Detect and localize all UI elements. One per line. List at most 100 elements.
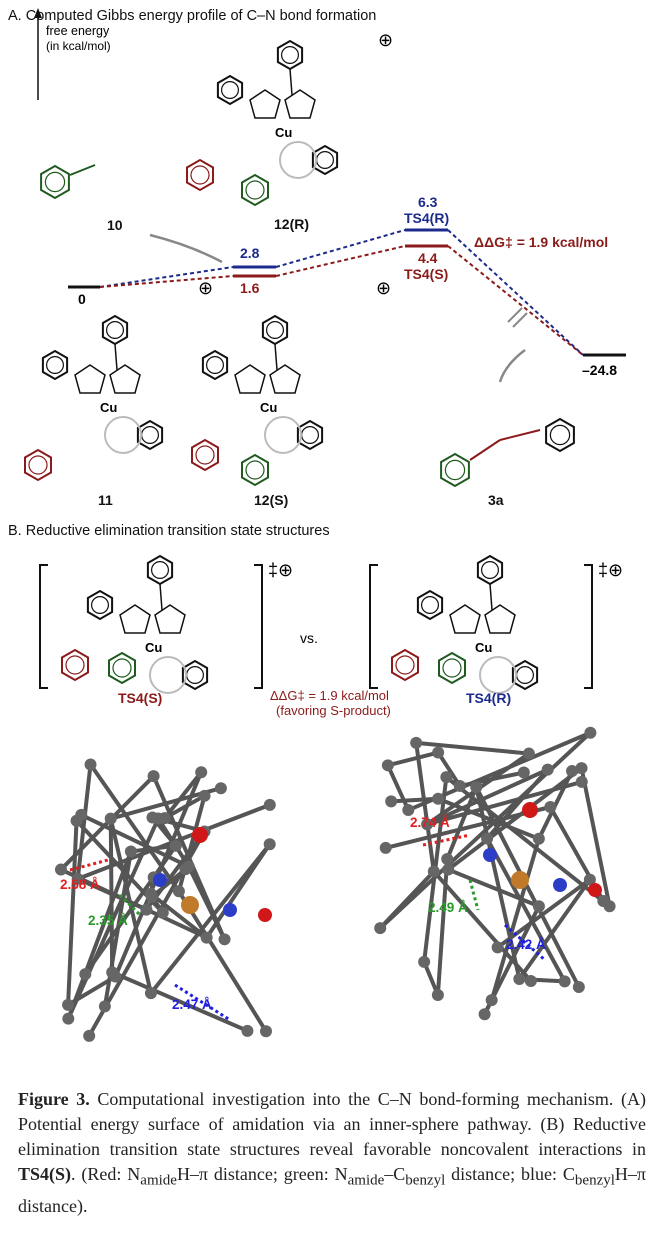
dist-s-red: 2.58 Å xyxy=(60,877,100,892)
aromatic-circle xyxy=(186,665,205,684)
carbon-atom xyxy=(75,808,88,821)
carbon-atom xyxy=(427,865,440,878)
oxygen-atom xyxy=(588,883,602,897)
level-int-s-label: 1.6 xyxy=(240,280,260,296)
carbon-atom xyxy=(147,770,160,783)
aromatic-circle xyxy=(442,658,462,678)
bond-stick xyxy=(432,870,533,983)
ts-r-value: 6.3 xyxy=(418,194,438,210)
carbon-atom xyxy=(83,1029,96,1042)
nitrogen-atom xyxy=(223,903,237,917)
carbon-atom xyxy=(575,775,588,788)
caption-sub: benzyl xyxy=(405,1172,446,1189)
path-r xyxy=(275,229,406,268)
copper-atom xyxy=(511,871,529,889)
panel-b-title: B. Reductive elimination transition stat… xyxy=(8,523,330,539)
carbon-atom xyxy=(182,860,195,873)
axis-break xyxy=(512,312,528,328)
carbon-atom xyxy=(491,941,504,954)
bond-stick xyxy=(177,890,268,1033)
bond-stick xyxy=(108,818,153,994)
bond-stick xyxy=(415,740,530,756)
carbon-atom xyxy=(241,1024,254,1037)
charge-11: ⊕ xyxy=(198,278,214,298)
phenyl-ring xyxy=(241,173,269,207)
ddg-b-line1: ΔΔG‡ = 1.9 kcal/mol xyxy=(270,688,389,703)
carbon-atom xyxy=(517,766,530,779)
compound-12s-label: 12(S) xyxy=(254,492,289,508)
carbon-atom xyxy=(374,922,387,935)
oxygen-atom xyxy=(522,802,538,818)
aromatic-circle xyxy=(481,560,500,579)
carbon-atom xyxy=(198,789,211,802)
caption-ts: TS4(S) xyxy=(18,1164,72,1184)
axis-break xyxy=(507,307,523,323)
bond-stick xyxy=(414,742,436,872)
aromatic-circle xyxy=(28,455,48,475)
arene-interaction xyxy=(264,416,302,454)
bond-stick xyxy=(149,892,208,940)
phenyl-ring xyxy=(41,349,69,381)
bracket-right xyxy=(584,564,593,689)
path-r xyxy=(99,266,234,288)
dist-line-green xyxy=(118,893,142,917)
caption-text: H–π distance; green: N xyxy=(176,1164,348,1184)
carbon-atom xyxy=(584,726,597,739)
aromatic-circle xyxy=(45,356,64,375)
phenyl-ring xyxy=(438,651,466,685)
curved-arrow xyxy=(149,233,223,264)
oxygen-atom xyxy=(258,908,272,922)
dist-line-blue xyxy=(504,923,546,962)
bond-stick xyxy=(176,795,207,892)
aromatic-circle xyxy=(444,459,466,481)
ts4r-label: TS4(R) xyxy=(466,690,512,706)
bond-stick xyxy=(387,750,439,768)
dist-line-red xyxy=(69,858,109,872)
carbon-atom xyxy=(106,966,119,979)
bond-stick xyxy=(386,764,411,811)
vs-label: vs. xyxy=(300,630,318,646)
axis-label: free energy xyxy=(46,24,110,38)
carbon-atom xyxy=(418,955,431,968)
aromatic-circle xyxy=(90,595,109,614)
benzamide-ring xyxy=(61,648,89,682)
line xyxy=(69,164,96,176)
caption-text: distance; blue: C xyxy=(445,1164,575,1184)
bond-stick xyxy=(378,731,592,930)
bond-stick xyxy=(163,770,203,820)
carbon-atom xyxy=(263,838,276,851)
carbon-atom xyxy=(79,968,92,981)
carbon-atom xyxy=(453,779,466,792)
copper-label: Cu xyxy=(145,640,162,655)
bracket-left xyxy=(39,564,48,689)
benzamide-ring xyxy=(24,448,52,482)
dist-line-red xyxy=(422,833,471,847)
amide-bond xyxy=(499,429,541,441)
copper-atom xyxy=(181,896,199,914)
aromatic-circle xyxy=(105,321,124,340)
carbon-atom xyxy=(541,763,554,776)
compound-11-label: 11 xyxy=(98,492,113,508)
bond-stick xyxy=(102,851,133,1007)
carbon-atom xyxy=(410,736,423,749)
figure-caption: Figure 3. Computational investigation in… xyxy=(18,1087,646,1219)
bond-stick xyxy=(88,763,181,893)
carbon-atom xyxy=(385,795,398,808)
phenyl-ring xyxy=(40,164,70,200)
carbon-atom xyxy=(532,900,545,913)
carbon-atom xyxy=(144,887,157,900)
aromatic-circle xyxy=(190,165,210,185)
bond-stick xyxy=(435,858,450,996)
bracket-left xyxy=(369,564,378,689)
compound-3a-label: 3a xyxy=(488,492,504,508)
carbon-atom xyxy=(441,852,454,865)
carbon-atom xyxy=(544,801,557,814)
phenyl-ring xyxy=(241,453,269,487)
ts-s-name: TS4(S) xyxy=(404,266,449,282)
bond-stick xyxy=(459,770,525,788)
phenyl-ring xyxy=(181,659,209,691)
caption-label: Figure 3. xyxy=(18,1089,90,1109)
aromatic-circle xyxy=(281,45,300,64)
aromatic-circle xyxy=(421,595,440,614)
axis-unit: (in kcal/mol) xyxy=(46,39,111,53)
